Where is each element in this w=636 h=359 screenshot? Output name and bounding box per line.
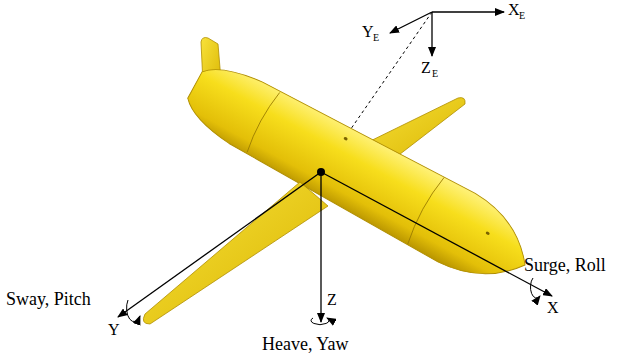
axis-letter: Y: [362, 24, 374, 40]
motion-label: Sway, Pitch: [6, 290, 91, 308]
axis-letter: Y: [108, 322, 120, 338]
motion-label: Surge, Roll: [524, 256, 606, 274]
axis-subscript: E: [373, 33, 379, 43]
axis-subscript: E: [432, 69, 438, 79]
axis-letter: X: [508, 2, 520, 18]
axis-letter: Z: [327, 292, 337, 308]
axis-letter: X: [547, 300, 559, 316]
motion-label: Heave, Yaw: [262, 335, 348, 353]
axis-subscript: E: [519, 11, 525, 21]
axis-letter: Z: [421, 60, 431, 76]
